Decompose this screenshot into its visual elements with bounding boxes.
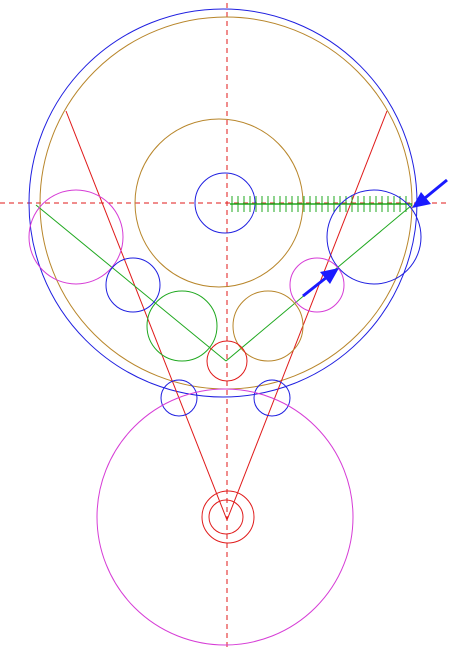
right-magenta-circle [289, 257, 345, 313]
green-v-lines [35, 204, 413, 362]
left-green-circle [146, 290, 218, 362]
lower-left-blue-circle [160, 379, 198, 417]
lower-right-blue-circle [253, 379, 291, 417]
arrow-right-shaft [424, 178, 448, 200]
arrow-lower-shaft [302, 275, 328, 298]
sun-gear-circle [134, 118, 304, 288]
v-line-right [226, 110, 388, 521]
v-lines [65, 110, 388, 521]
arrow-icon [412, 178, 448, 208]
bottom-red-circle [206, 340, 248, 382]
hatch-band [230, 196, 412, 212]
arrow-lower-head [320, 268, 339, 284]
centerlines [0, 3, 449, 648]
left-blue-circle [105, 257, 161, 313]
lower-hub-outer [201, 490, 255, 544]
arrow-icon [302, 268, 339, 298]
hub-circle [194, 172, 256, 234]
v-line-left [65, 110, 228, 521]
left-magenta-circle [28, 189, 124, 285]
lower-magenta-wheel [96, 388, 354, 646]
green-line-left [35, 204, 227, 362]
outer-ring-circle [28, 8, 418, 398]
right-tan-circle [232, 290, 304, 362]
right-blue-circle [326, 189, 422, 285]
arrow-right-head [412, 192, 431, 208]
lower-hub-inner [208, 499, 244, 535]
